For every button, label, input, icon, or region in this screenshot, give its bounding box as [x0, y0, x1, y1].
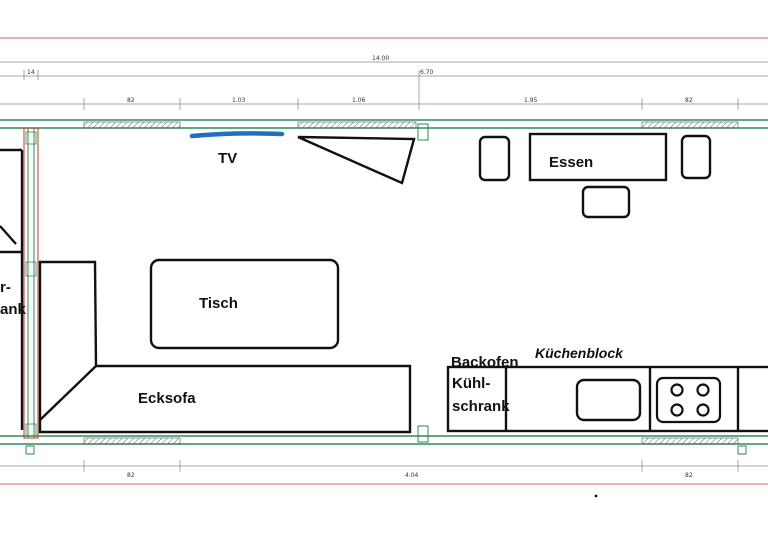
- post-bottom: [417, 425, 429, 443]
- coffee-table: [149, 258, 340, 350]
- cooktop: [655, 376, 722, 424]
- backofen-label: Backofen: [451, 354, 519, 371]
- kitchen-sink: [575, 378, 642, 422]
- kitchen-block: [446, 365, 768, 433]
- bottom-dimension-lines: [0, 460, 768, 472]
- window-bottom-2: [641, 437, 739, 445]
- dining-table: [528, 132, 668, 182]
- post-bottom-right: [737, 445, 747, 455]
- tisch-label: Tisch: [199, 295, 238, 312]
- window-top-1: [83, 121, 181, 129]
- stray-dot: [594, 494, 598, 498]
- dining-chair-bottom: [581, 185, 631, 219]
- dim-top-2: 1.03: [232, 97, 246, 104]
- top-wall: [0, 119, 768, 141]
- post-top: [417, 123, 429, 141]
- window-top-3: [641, 121, 739, 129]
- dim-bottom-2: 4.04: [405, 472, 419, 479]
- dim-left-small: 14: [27, 69, 35, 76]
- corner-sofa: [38, 260, 412, 434]
- dim-bottom-3: 82: [685, 472, 693, 479]
- outer-boundary: [0, 37, 768, 485]
- dim-top-4: 1.95: [524, 97, 538, 104]
- window-bottom-1: [83, 437, 181, 445]
- dining-chair-right: [680, 134, 712, 180]
- bottom-wall: [0, 425, 768, 455]
- dim-top-5: 82: [685, 97, 693, 104]
- tv-unit: [189, 131, 285, 139]
- dim-top-3: 1.06: [352, 97, 366, 104]
- ecksofa-label: Ecksofa: [138, 390, 196, 407]
- kuehlschrank-label-1: Kühl-: [452, 375, 490, 392]
- top-dimension-lines: [0, 61, 768, 110]
- kuehlschrank-label-2: schrank: [452, 398, 510, 415]
- kuechenblock-label: Küchenblock: [535, 345, 624, 361]
- dining-chair-left: [478, 135, 511, 182]
- tv-label: TV: [218, 150, 237, 167]
- dim-top-1: 82: [127, 97, 135, 104]
- dim-inner: 6.70: [420, 69, 434, 76]
- left-wall-column: [23, 127, 39, 439]
- door-swing: [297, 135, 416, 185]
- essen-label: Essen: [549, 154, 593, 171]
- dim-total: 14.00: [372, 55, 389, 62]
- window-top-2: [297, 121, 417, 129]
- dim-bottom-1: 82: [127, 472, 135, 479]
- post-bottom-left: [25, 445, 35, 455]
- left-cabinet: [0, 148, 24, 430]
- left-cabinet-label-1: r-: [0, 279, 11, 296]
- left-cabinet-label-2: ank: [0, 301, 27, 318]
